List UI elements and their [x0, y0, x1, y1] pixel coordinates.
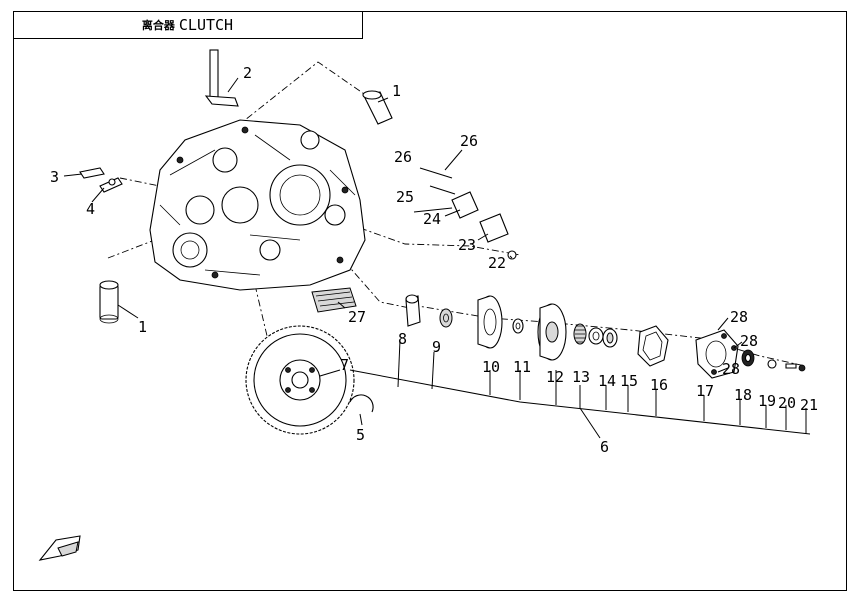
label-12: 12 — [546, 368, 564, 386]
part-driven-gear — [245, 325, 355, 435]
label-18: 18 — [734, 386, 752, 404]
drawing-frame — [13, 11, 847, 591]
title-box: 离合器 CLUTCH — [13, 11, 363, 39]
part-9 — [439, 308, 453, 328]
part-15 — [602, 328, 618, 348]
title-cjk: 离合器 — [141, 18, 175, 32]
label-4: 4 — [86, 200, 95, 218]
label-10: 10 — [482, 358, 500, 376]
part-dowel-left — [99, 280, 119, 324]
part-shift-lever — [204, 49, 239, 107]
part-18 — [741, 349, 755, 367]
part-circlip — [349, 394, 374, 413]
part-8 — [405, 294, 421, 327]
part-oil-strainer — [311, 287, 357, 313]
label-13: 13 — [572, 368, 590, 386]
label-14: 14 — [598, 372, 616, 390]
label-15: 15 — [620, 372, 638, 390]
label-23: 23 — [458, 236, 476, 254]
part-16 — [637, 325, 669, 367]
label-5: 5 — [356, 426, 365, 444]
label-1-top: 1 — [392, 82, 401, 100]
label-24: 24 — [423, 210, 441, 228]
part-bracket-bolts — [79, 167, 123, 193]
label-6: 6 — [600, 438, 609, 456]
part-10 — [477, 295, 503, 349]
fwd-arrow-icon — [38, 535, 81, 561]
label-19: 19 — [758, 392, 776, 410]
part-labels: 1 2 1 3 4 26 26 25 24 23 22 27 5 7 8 9 1… — [50, 64, 818, 456]
crankcase — [149, 119, 366, 291]
leader-lines — [63, 77, 811, 439]
label-28-b: 28 — [740, 332, 758, 350]
label-7: 7 — [340, 356, 349, 374]
label-28-c: 28 — [722, 360, 740, 378]
part-11 — [512, 318, 524, 334]
label-20: 20 — [778, 394, 796, 412]
label-22: 22 — [488, 254, 506, 272]
label-2: 2 — [243, 64, 252, 82]
label-3: 3 — [50, 168, 59, 186]
label-28-a: 28 — [730, 308, 748, 326]
part-14 — [588, 327, 604, 345]
label-21: 21 — [800, 396, 818, 414]
label-17: 17 — [696, 382, 714, 400]
page-title: CLUTCH — [178, 15, 234, 34]
label-27: 27 — [348, 308, 366, 326]
label-26-b: 26 — [394, 148, 412, 166]
part-17 — [695, 329, 739, 379]
label-25: 25 — [396, 188, 414, 206]
part-19-21 — [767, 359, 806, 372]
label-9: 9 — [432, 338, 441, 356]
part-dowel-top — [362, 90, 393, 125]
label-26-a: 26 — [460, 132, 478, 150]
label-1-left: 1 — [138, 318, 147, 336]
part-12 — [537, 303, 567, 361]
label-8: 8 — [398, 330, 407, 348]
label-16: 16 — [650, 376, 668, 394]
part-13 — [573, 323, 587, 345]
label-11: 11 — [513, 358, 531, 376]
